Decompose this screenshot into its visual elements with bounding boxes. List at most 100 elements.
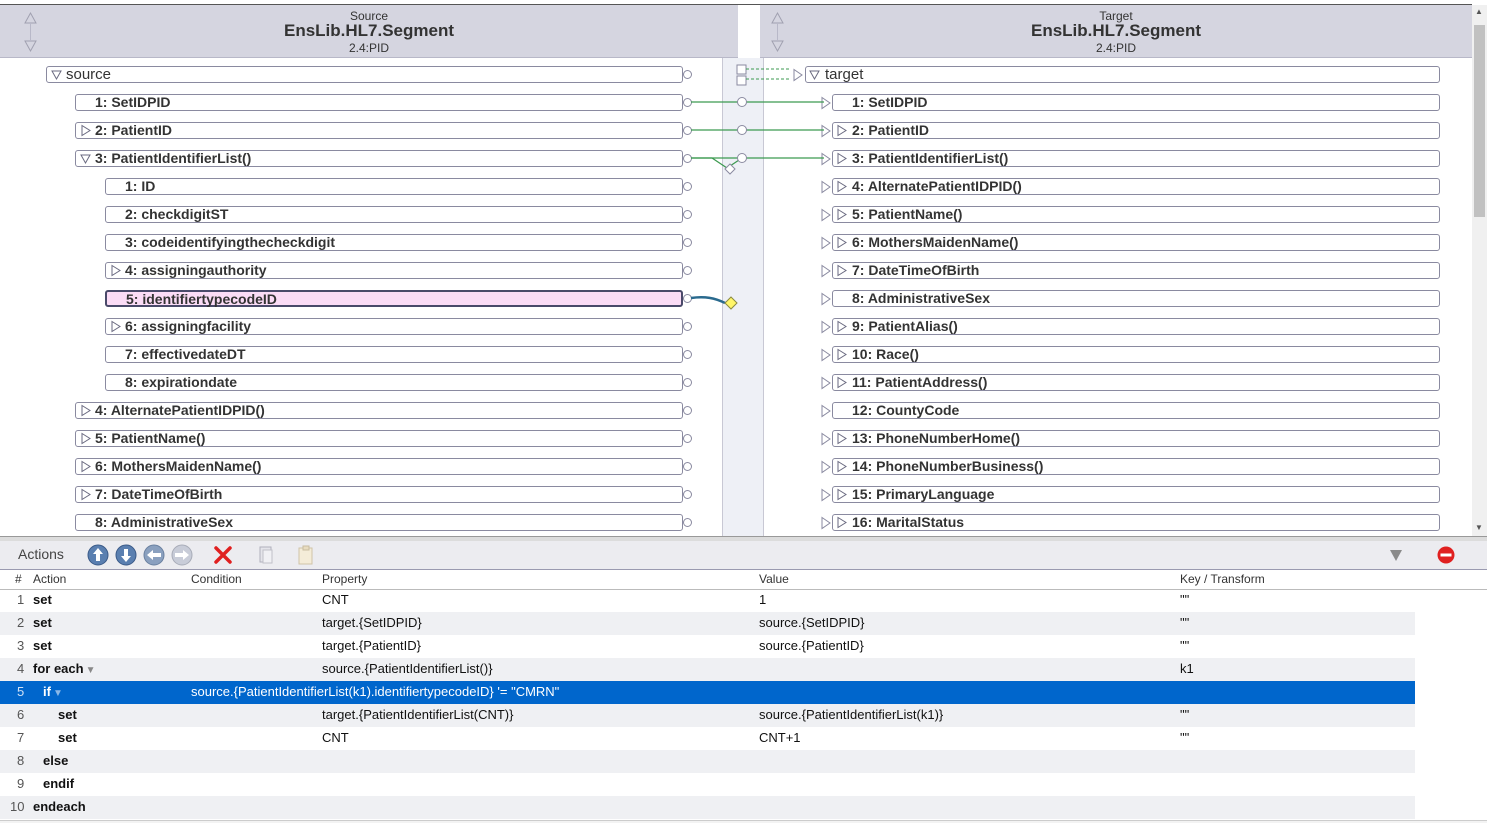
collapse-panel-icon[interactable] — [1385, 544, 1407, 566]
expanded-triangle-icon[interactable] — [51, 68, 62, 81]
row-action[interactable]: set — [33, 615, 52, 630]
row-key[interactable]: "" — [1180, 638, 1190, 653]
chevron-down-icon[interactable]: ▼ — [85, 665, 96, 676]
source-node-1-id[interactable]: 1: ID — [105, 178, 683, 195]
target-pin-icon[interactable] — [820, 124, 832, 138]
close-panel-icon[interactable] — [1435, 544, 1457, 566]
source-pin-icon[interactable] — [683, 518, 692, 527]
source-scroll-arrows-icon[interactable] — [24, 11, 37, 53]
source-pin-icon[interactable] — [683, 294, 692, 303]
source-pin-icon[interactable] — [683, 182, 692, 191]
collapsed-triangle-icon[interactable] — [80, 404, 91, 417]
source-node-2-checkdigitst[interactable]: 2: checkdigitST — [105, 206, 683, 223]
source-pin-icon[interactable] — [683, 70, 692, 79]
row-value[interactable]: source.{PatientIdentifierList(k1)} — [759, 707, 944, 722]
source-pin-icon[interactable] — [683, 238, 692, 247]
target-pin-icon[interactable] — [820, 348, 832, 362]
source-node-5-patientname[interactable]: 5: PatientName() — [75, 430, 683, 447]
source-node-4-assigningauthority[interactable]: 4: assigningauthority — [105, 262, 683, 279]
tree-vertical-scrollbar[interactable]: ▲ ▼ — [1472, 5, 1487, 536]
collapsed-triangle-icon[interactable] — [836, 488, 847, 501]
paste-icon[interactable] — [295, 544, 317, 566]
row-action[interactable]: else — [43, 753, 68, 768]
collapsed-triangle-icon[interactable] — [836, 460, 847, 473]
source-pin-icon[interactable] — [683, 266, 692, 275]
col-key-header[interactable]: Key / Transform — [1180, 572, 1265, 586]
target-pin-icon[interactable] — [792, 68, 804, 82]
row-property[interactable]: source.{PatientIdentifierList()} — [322, 661, 493, 676]
source-node-source[interactable]: source — [46, 66, 683, 83]
col-condition-header[interactable]: Condition — [191, 572, 242, 586]
row-key[interactable]: "" — [1180, 730, 1190, 745]
collapsed-triangle-icon[interactable] — [836, 264, 847, 277]
collapsed-triangle-icon[interactable] — [80, 124, 91, 137]
target-node-9-patientalias[interactable]: 9: PatientAlias() — [832, 318, 1440, 335]
source-node-8-expirationdate[interactable]: 8: expirationdate — [105, 374, 683, 391]
collapsed-triangle-icon[interactable] — [836, 124, 847, 137]
row-value[interactable]: source.{PatientID} — [759, 638, 864, 653]
row-action[interactable]: set — [58, 730, 77, 745]
collapsed-triangle-icon[interactable] — [80, 460, 91, 473]
expanded-triangle-icon[interactable] — [80, 152, 91, 165]
row-property[interactable]: CNT — [322, 592, 349, 607]
scroll-thumb[interactable] — [1474, 25, 1485, 217]
col-value-header[interactable]: Value — [759, 572, 789, 586]
source-pin-icon[interactable] — [683, 210, 692, 219]
indent-icon[interactable] — [171, 544, 193, 566]
target-node-3-patientidentifierlist[interactable]: 3: PatientIdentifierList() — [832, 150, 1440, 167]
panel-splitter[interactable] — [0, 536, 1487, 542]
source-node-6-mothersmaidenname[interactable]: 6: MothersMaidenName() — [75, 458, 683, 475]
target-node-2-patientid[interactable]: 2: PatientID — [832, 122, 1440, 139]
row-value[interactable]: 1 — [759, 592, 767, 607]
target-pin-icon[interactable] — [820, 208, 832, 222]
collapsed-triangle-icon[interactable] — [110, 320, 121, 333]
source-node-7-datetimeofbirth[interactable]: 7: DateTimeOfBirth — [75, 486, 683, 503]
target-node-10-race[interactable]: 10: Race() — [832, 346, 1440, 363]
move-down-icon[interactable] — [115, 544, 137, 566]
source-pin-icon[interactable] — [683, 98, 692, 107]
source-node-7-effectivedatedt[interactable]: 7: effectivedateDT — [105, 346, 683, 363]
source-pin-icon[interactable] — [683, 490, 692, 499]
row-action[interactable]: set — [58, 707, 77, 722]
source-node-3-codeidentifyingthecheckdigit[interactable]: 3: codeidentifyingthecheckdigit — [105, 234, 683, 251]
row-property[interactable]: CNT — [322, 730, 349, 745]
collapsed-triangle-icon[interactable] — [836, 236, 847, 249]
target-pin-icon[interactable] — [820, 292, 832, 306]
expanded-triangle-icon[interactable] — [809, 68, 820, 81]
source-pin-icon[interactable] — [683, 406, 692, 415]
collapsed-triangle-icon[interactable] — [836, 208, 847, 221]
target-node-4-alternatepatientidpid[interactable]: 4: AlternatePatientIDPID() — [832, 178, 1440, 195]
row-action[interactable]: endif — [43, 776, 74, 791]
target-node-16-maritalstatus[interactable]: 16: MaritalStatus — [832, 514, 1440, 531]
collapsed-triangle-icon[interactable] — [836, 152, 847, 165]
col-action-header[interactable]: Action — [33, 572, 67, 586]
row-action[interactable]: set — [33, 592, 52, 607]
target-pin-icon[interactable] — [820, 180, 832, 194]
row-key[interactable]: "" — [1180, 615, 1190, 630]
target-pin-icon[interactable] — [820, 320, 832, 334]
target-pin-icon[interactable] — [820, 404, 832, 418]
target-node-12-countycode[interactable]: 12: CountyCode — [832, 402, 1440, 419]
collapsed-triangle-icon[interactable] — [836, 516, 847, 529]
source-pin-icon[interactable] — [683, 154, 692, 163]
target-pin-icon[interactable] — [820, 376, 832, 390]
target-node-7-datetimeofbirth[interactable]: 7: DateTimeOfBirth — [832, 262, 1440, 279]
target-pin-icon[interactable] — [820, 96, 832, 110]
source-node-6-assigningfacility[interactable]: 6: assigningfacility — [105, 318, 683, 335]
collapsed-triangle-icon[interactable] — [110, 264, 121, 277]
target-pin-icon[interactable] — [820, 488, 832, 502]
target-node-target[interactable]: target — [805, 66, 1440, 83]
target-pin-icon[interactable] — [820, 432, 832, 446]
row-property[interactable]: target.{PatientID} — [322, 638, 422, 653]
target-node-15-primarylanguage[interactable]: 15: PrimaryLanguage — [832, 486, 1440, 503]
source-node-8-administrativesex[interactable]: 8: AdministrativeSex — [75, 514, 683, 531]
condition-link-line[interactable] — [690, 295, 726, 305]
target-node-1-setidpid[interactable]: 1: SetIDPID — [832, 94, 1440, 111]
row-value[interactable]: source.{SetIDPID} — [759, 615, 865, 630]
